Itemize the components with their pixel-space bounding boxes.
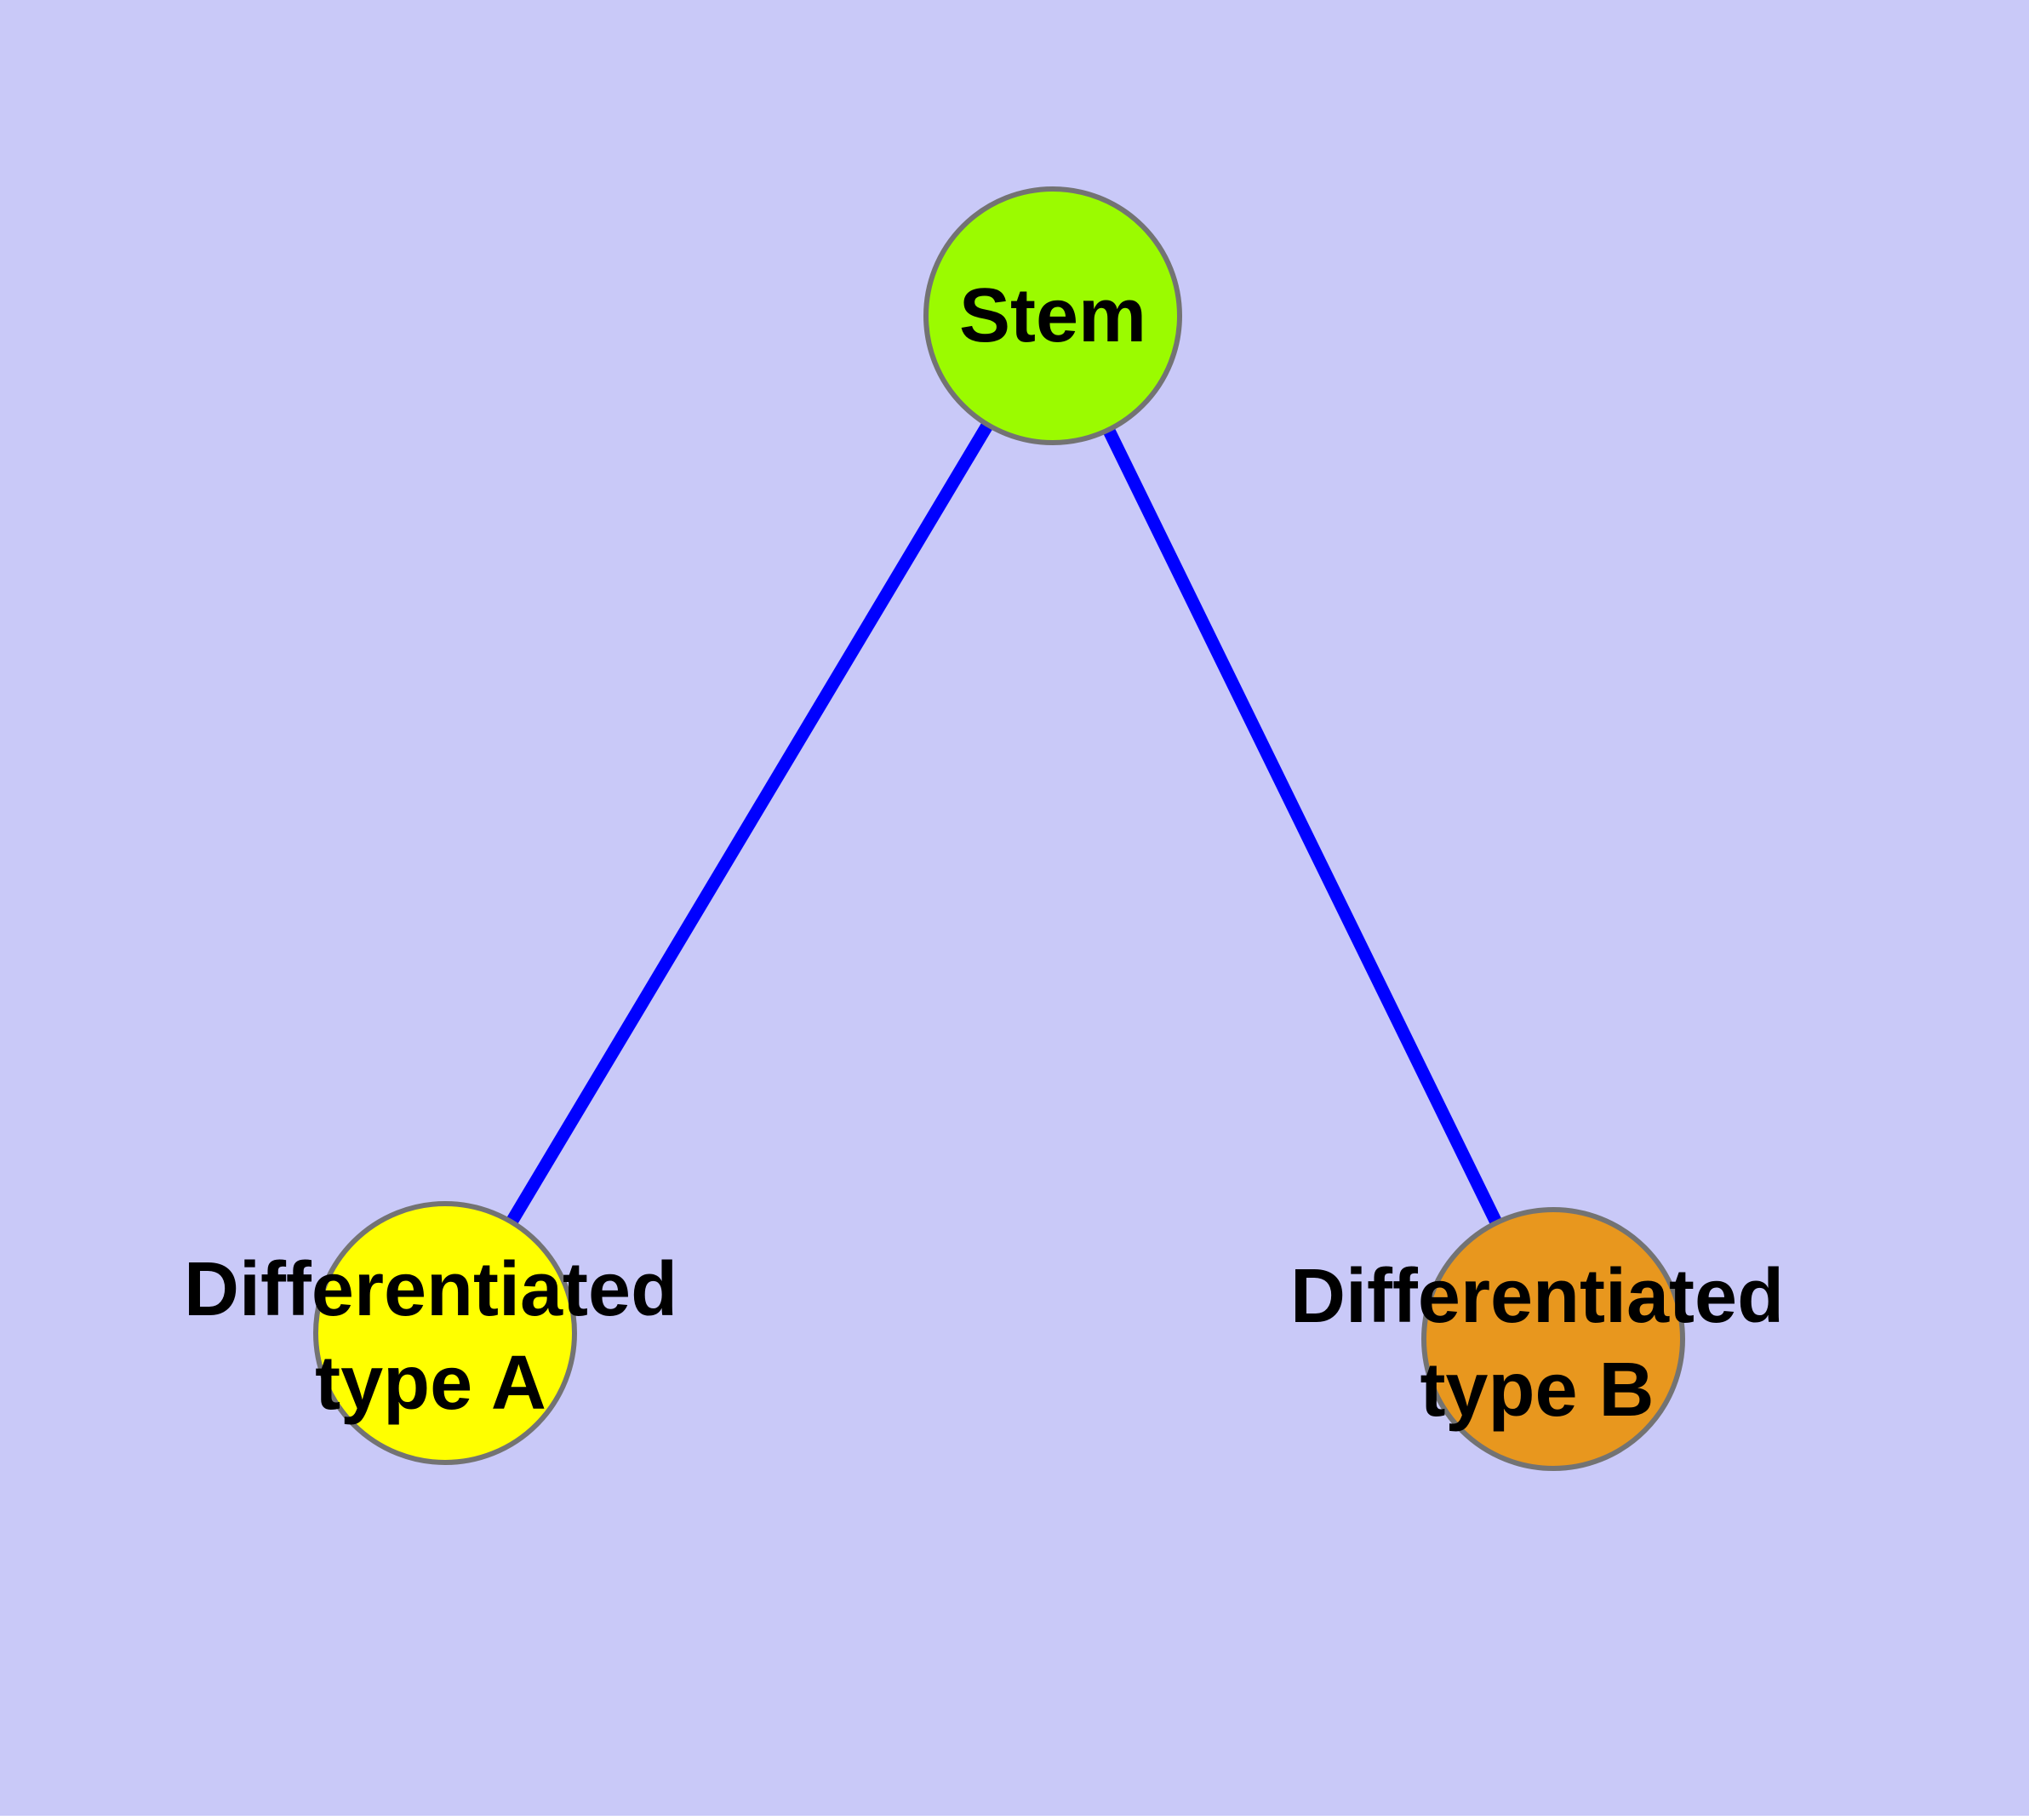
node-stem [923,186,1182,445]
canvas-bottom-edge [0,1816,2029,1820]
edge-stem-to-type-b [1047,312,1559,1342]
edge-stem-to-type-a [439,312,1059,1336]
node-differentiated-type-a [313,1201,577,1465]
node-differentiated-type-b [1421,1207,1685,1471]
